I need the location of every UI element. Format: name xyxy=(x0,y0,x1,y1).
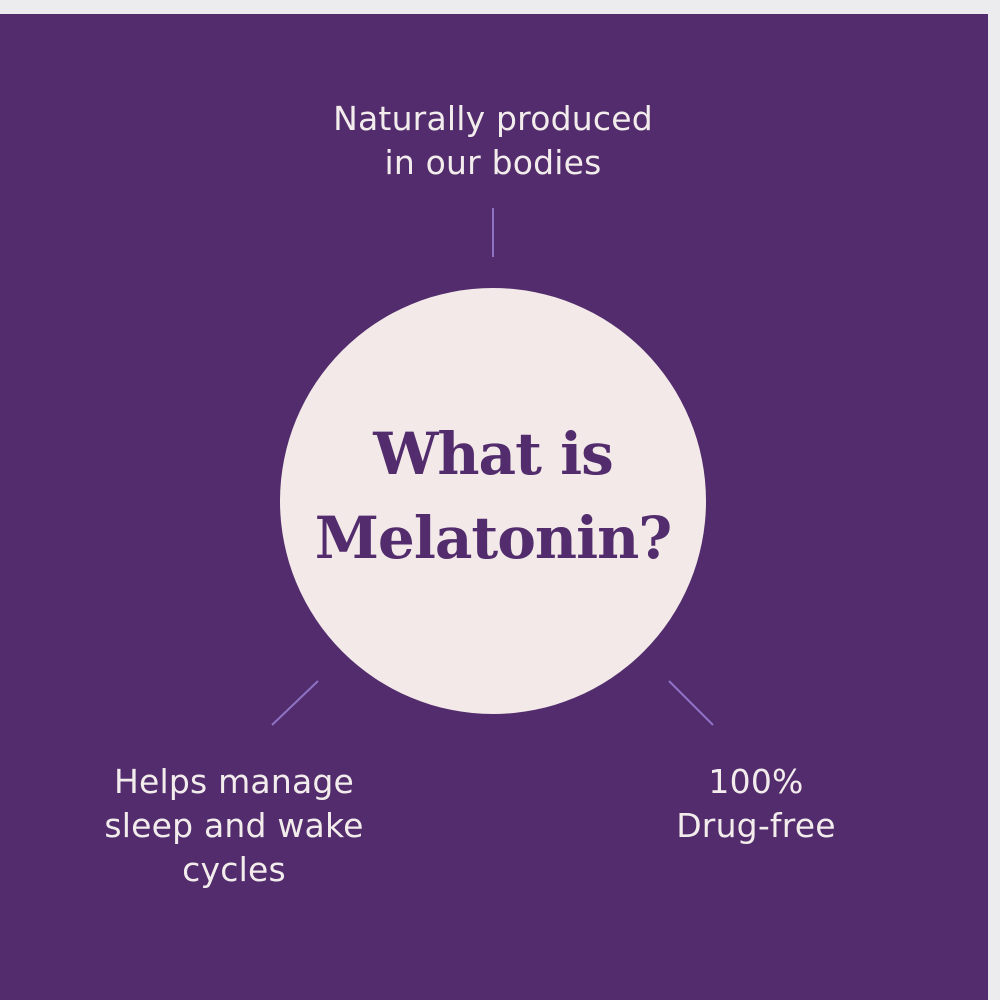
callout-left-line-1: Helps manage xyxy=(113,762,355,801)
callout-right-line-1: 100% xyxy=(708,762,804,801)
connector-right xyxy=(668,680,714,726)
center-circle xyxy=(280,288,706,714)
outer-frame-top xyxy=(0,0,1000,14)
callout-sleep-wake: Helps manage sleep and wake cycles xyxy=(34,760,434,892)
outer-frame-right xyxy=(988,0,1000,1000)
center-title-line-2: Melatonin? xyxy=(314,504,673,572)
callout-top-line-2: in our bodies xyxy=(384,143,602,182)
callout-top-line-1: Naturally produced xyxy=(333,99,653,138)
callout-drug-free: 100% Drug-free xyxy=(606,760,906,848)
callout-right-line-2: Drug-free xyxy=(676,806,836,845)
callout-left-line-2: sleep and wake xyxy=(104,806,364,845)
center-title: What is Melatonin? xyxy=(280,412,706,580)
center-title-line-1: What is xyxy=(373,420,614,488)
melatonin-infographic: Naturally produced in our bodies What is… xyxy=(0,14,988,1000)
connector-left xyxy=(271,680,319,726)
callout-naturally-produced: Naturally produced in our bodies xyxy=(243,97,743,185)
connector-lines xyxy=(271,208,714,726)
callout-left-line-3: cycles xyxy=(182,850,286,889)
